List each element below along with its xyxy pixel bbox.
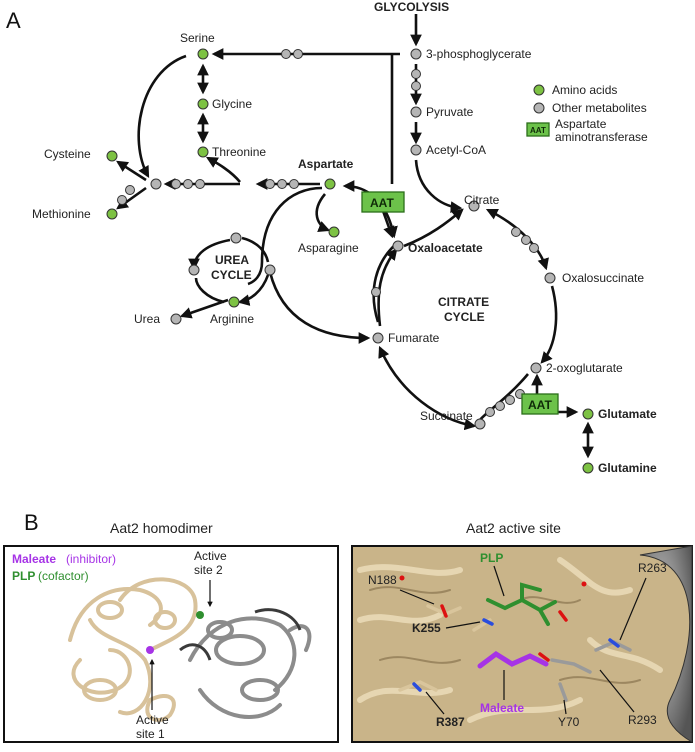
k255-label: K255 [412, 621, 441, 635]
legend-other-metabolites: Other metabolites [552, 101, 647, 115]
active-site-1-label-2: site 1 [136, 727, 165, 741]
citrate-cycle-label-2: CYCLE [444, 310, 485, 324]
fumarate-node [372, 332, 384, 344]
metabolite-labels: GLYCOLYSIS Serine Glycine Threonine Cyst… [32, 0, 657, 475]
cysteine-node [106, 150, 118, 162]
glycine-node [197, 98, 209, 110]
urea-left-node [188, 264, 200, 276]
serine-node [197, 48, 209, 60]
intermediate-dots [117, 49, 539, 417]
urea-top-node [230, 232, 242, 244]
active-site-2-label-1: Active [194, 549, 227, 563]
metabolite-nodes [106, 48, 594, 474]
legend-other-swatch [533, 102, 545, 114]
urea-label: Urea [134, 312, 160, 326]
branch-node [150, 178, 162, 190]
urea-cycle-label-1: UREA [215, 253, 249, 267]
cysteine-label: Cysteine [44, 147, 91, 161]
plp-legend-label: PLP [12, 569, 35, 583]
aat-box-oxaloacetate: AAT [361, 191, 405, 213]
glutamine-node [582, 462, 594, 474]
monomer-b-dark [179, 608, 302, 661]
monomer-a-ribbon [68, 577, 198, 722]
legend-amino-acid-swatch [533, 84, 545, 96]
active-site-1-ligand [146, 646, 154, 654]
methionine-node [106, 208, 118, 220]
homodimer-panel: Maleate (inhibitor) PLP (cofactor) Activ… [3, 545, 339, 743]
y70-label: Y70 [558, 715, 580, 729]
pathway-arrows [116, 14, 594, 459]
oxoglutarate-node [530, 362, 542, 374]
arginine-label: Arginine [210, 312, 254, 326]
succinate-label: Succinate [420, 409, 473, 423]
aat-box-glutamate: AAT [521, 393, 559, 415]
serine-label: Serine [180, 31, 215, 45]
methionine-label: Methionine [32, 207, 91, 221]
maleate-legend-label: Maleate [12, 552, 56, 566]
plp-site-label: PLP [480, 551, 503, 565]
plp-legend-role: (cofactor) [38, 569, 89, 583]
phosphoglycerate-label: 3-phosphoglycerate [426, 47, 532, 61]
glutamate-label: Glutamate [598, 407, 657, 421]
r293-label: R293 [628, 713, 657, 727]
acetylcoa-node [410, 144, 422, 156]
fumarate-label: Fumarate [388, 331, 440, 345]
urea-right-node [264, 264, 276, 276]
asparagine-label: Asparagine [298, 241, 359, 255]
citrate-node [468, 200, 480, 212]
legend-aat-label-1: Aspartate [555, 117, 607, 131]
panel-a-letter: A [6, 8, 21, 33]
active-site-2-label-2: site 2 [194, 563, 223, 577]
enzyme-text: AAT [528, 398, 552, 412]
glutamate-node [582, 408, 594, 420]
maleate-legend-role: (inhibitor) [66, 552, 116, 566]
oxaloacetate-label: Oxaloacetate [408, 241, 483, 255]
monomer-b-ribbon [188, 616, 312, 719]
enzyme-text: AAT [370, 196, 394, 210]
pyruvate-label: Pyruvate [426, 105, 474, 119]
pyruvate-node [410, 106, 422, 118]
glycolysis-label: GLYCOLYSIS [374, 0, 449, 14]
arginine-node [228, 296, 240, 308]
legend: Amino acids Other metabolites AAT Aspart… [526, 83, 648, 144]
threonine-label: Threonine [212, 145, 266, 159]
enzyme-text: AAT [530, 126, 546, 135]
aspartate-node [324, 178, 336, 190]
acetylcoa-label: Acetyl-CoA [426, 143, 486, 157]
plp-molecule [486, 582, 557, 626]
gray-helix [639, 545, 693, 743]
glycine-label: Glycine [212, 97, 252, 111]
citrate-label: Citrate [464, 193, 500, 207]
maleate-site-label: Maleate [480, 701, 524, 715]
oxalosuccinate-node [544, 272, 556, 284]
threonine-node [197, 146, 209, 158]
phosphoglycerate-node [410, 48, 422, 60]
legend-aat-label-2: aminotransferase [555, 130, 648, 144]
legend-amino-acids: Amino acids [552, 83, 617, 97]
oxalosuccinate-label: Oxalosuccinate [562, 271, 644, 285]
succinate-node [474, 418, 486, 430]
right-panel-title: Aat2 active site [466, 520, 561, 536]
panel-b-letter: B [24, 510, 39, 535]
aspartate-label: Aspartate [298, 157, 354, 171]
oxoglutarate-label: 2-oxoglutarate [546, 361, 623, 375]
r263-label: R263 [638, 561, 667, 575]
asparagine-node [328, 226, 340, 238]
legend-aat-swatch [526, 122, 550, 137]
glutamine-label: Glutamine [598, 461, 657, 475]
active-site-1-label-1: Active [136, 713, 169, 727]
maleate-molecule [477, 650, 549, 669]
left-panel-title: Aat2 homodimer [110, 520, 213, 536]
urea-node [170, 313, 182, 325]
n188-label: N188 [368, 573, 397, 587]
urea-cycle-label-2: CYCLE [211, 268, 252, 282]
citrate-cycle-label-1: CITRATE [438, 295, 489, 309]
active-site-2-ligand [196, 611, 204, 619]
oxaloacetate-node [392, 240, 404, 252]
panel-a: A [6, 0, 657, 475]
active-site-panel: PLP N188 K255 Maleate R387 Y70 R293 R263 [351, 545, 693, 743]
r387-label: R387 [436, 715, 465, 729]
panel-b: B Aat2 homodimer Aat2 active site [3, 510, 693, 743]
